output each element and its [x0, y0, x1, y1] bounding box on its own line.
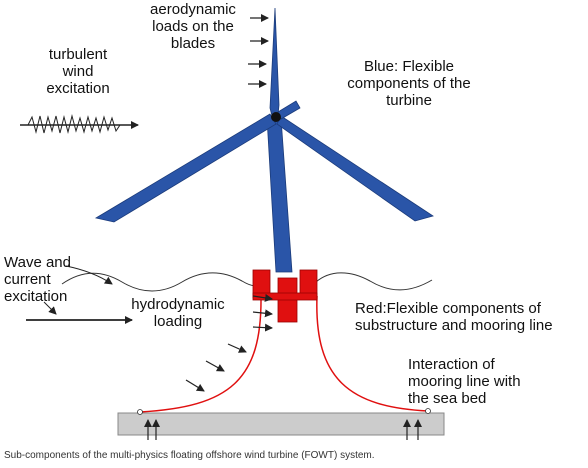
wave-surface: [61, 272, 433, 292]
seabed-reaction-arrows: [144, 419, 422, 440]
wind-arrow: [20, 114, 139, 134]
turbulent-wind-label: turbulent wind excitation: [46, 46, 110, 97]
blade-right: [276, 115, 434, 222]
blue-flexible-label: Blue: Flexible components of the turbine: [347, 58, 471, 109]
hydrodynamic-loading-label: hydrodynamic loading: [131, 296, 225, 330]
figure-caption: Sub-components of the multi-physics floa…: [4, 450, 375, 461]
red-flexible-label: Red:Flexible components of substructure …: [355, 300, 553, 334]
hub: [271, 112, 281, 122]
aerodynamic-loads-label: aerodynamic loads on the blades: [150, 1, 236, 52]
sea-bed: [117, 412, 445, 436]
floating-substructure: [252, 269, 318, 323]
nacelle-fin: [277, 100, 301, 120]
wave-pointer: [65, 265, 113, 285]
current-pointer-thin: [43, 301, 57, 315]
aero-load-arrows: [248, 14, 269, 88]
tower: [266, 117, 293, 273]
blade-upper: [269, 7, 280, 117]
hydro-load-arrows: [185, 293, 273, 392]
wave-current-label: Wave and current excitation: [4, 254, 71, 305]
seabed-interaction-label: Interaction of mooring line with the sea…: [408, 356, 521, 407]
mooring-lines: [139, 295, 429, 413]
blade-left: [94, 113, 277, 223]
